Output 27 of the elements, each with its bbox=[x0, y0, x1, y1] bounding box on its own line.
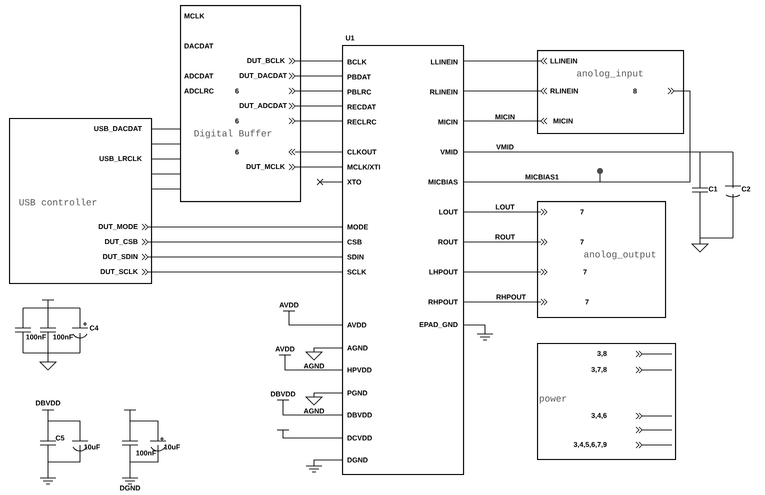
block-title: USB controller bbox=[19, 198, 96, 206]
wire bbox=[300, 166, 342, 168]
wire bbox=[300, 60, 342, 62]
block-title: Digital Buffer bbox=[194, 130, 272, 138]
wire bbox=[464, 120, 538, 122]
block-title: anolog_input bbox=[576, 70, 643, 78]
wire bbox=[300, 90, 342, 92]
block-title: anolog_output bbox=[584, 250, 656, 260]
wire bbox=[314, 392, 342, 398]
wire bbox=[152, 128, 180, 130]
wire bbox=[464, 90, 690, 182]
wire bbox=[152, 188, 180, 190]
wire bbox=[314, 460, 342, 466]
wire bbox=[152, 158, 180, 160]
wire bbox=[464, 60, 538, 62]
wire bbox=[282, 400, 342, 416]
wire bbox=[284, 354, 342, 370]
wire bbox=[288, 310, 342, 326]
block-title: power bbox=[540, 396, 566, 404]
capacitor-drawing bbox=[692, 152, 742, 252]
wire bbox=[300, 120, 342, 122]
wire bbox=[152, 226, 342, 228]
wire bbox=[282, 430, 342, 438]
wire bbox=[314, 348, 342, 352]
wire bbox=[464, 90, 538, 92]
wire bbox=[464, 324, 486, 334]
wire bbox=[152, 256, 342, 258]
